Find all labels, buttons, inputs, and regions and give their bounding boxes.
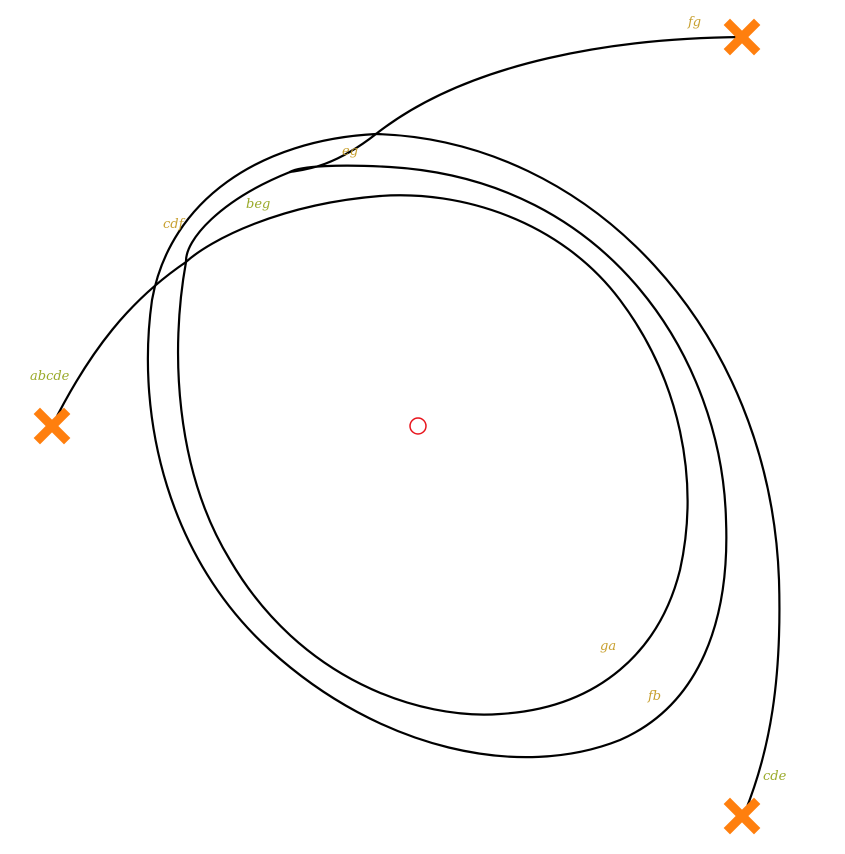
label-cde: cde: [763, 769, 787, 784]
x-marker-icon-cde: [723, 797, 761, 835]
curve-middle-loop: [176, 170, 689, 716]
label-cdf: cdf: [163, 217, 186, 232]
x-marker-icon-abcde: [33, 407, 71, 445]
label-abcde: abcde: [30, 369, 70, 384]
curve-outer-band: [146, 132, 728, 759]
label-ga: ga: [600, 639, 616, 654]
center-circle-icon: [409, 417, 427, 435]
label-eg: eg: [342, 144, 358, 159]
x-marker-icon-fg: [723, 18, 761, 56]
label-fb: fb: [647, 689, 661, 704]
label-beg: beg: [246, 197, 270, 212]
label-fg: fg: [687, 15, 701, 30]
curve-outer-loop: [374, 132, 781, 814]
curve-abcde-branch: [50, 260, 188, 428]
